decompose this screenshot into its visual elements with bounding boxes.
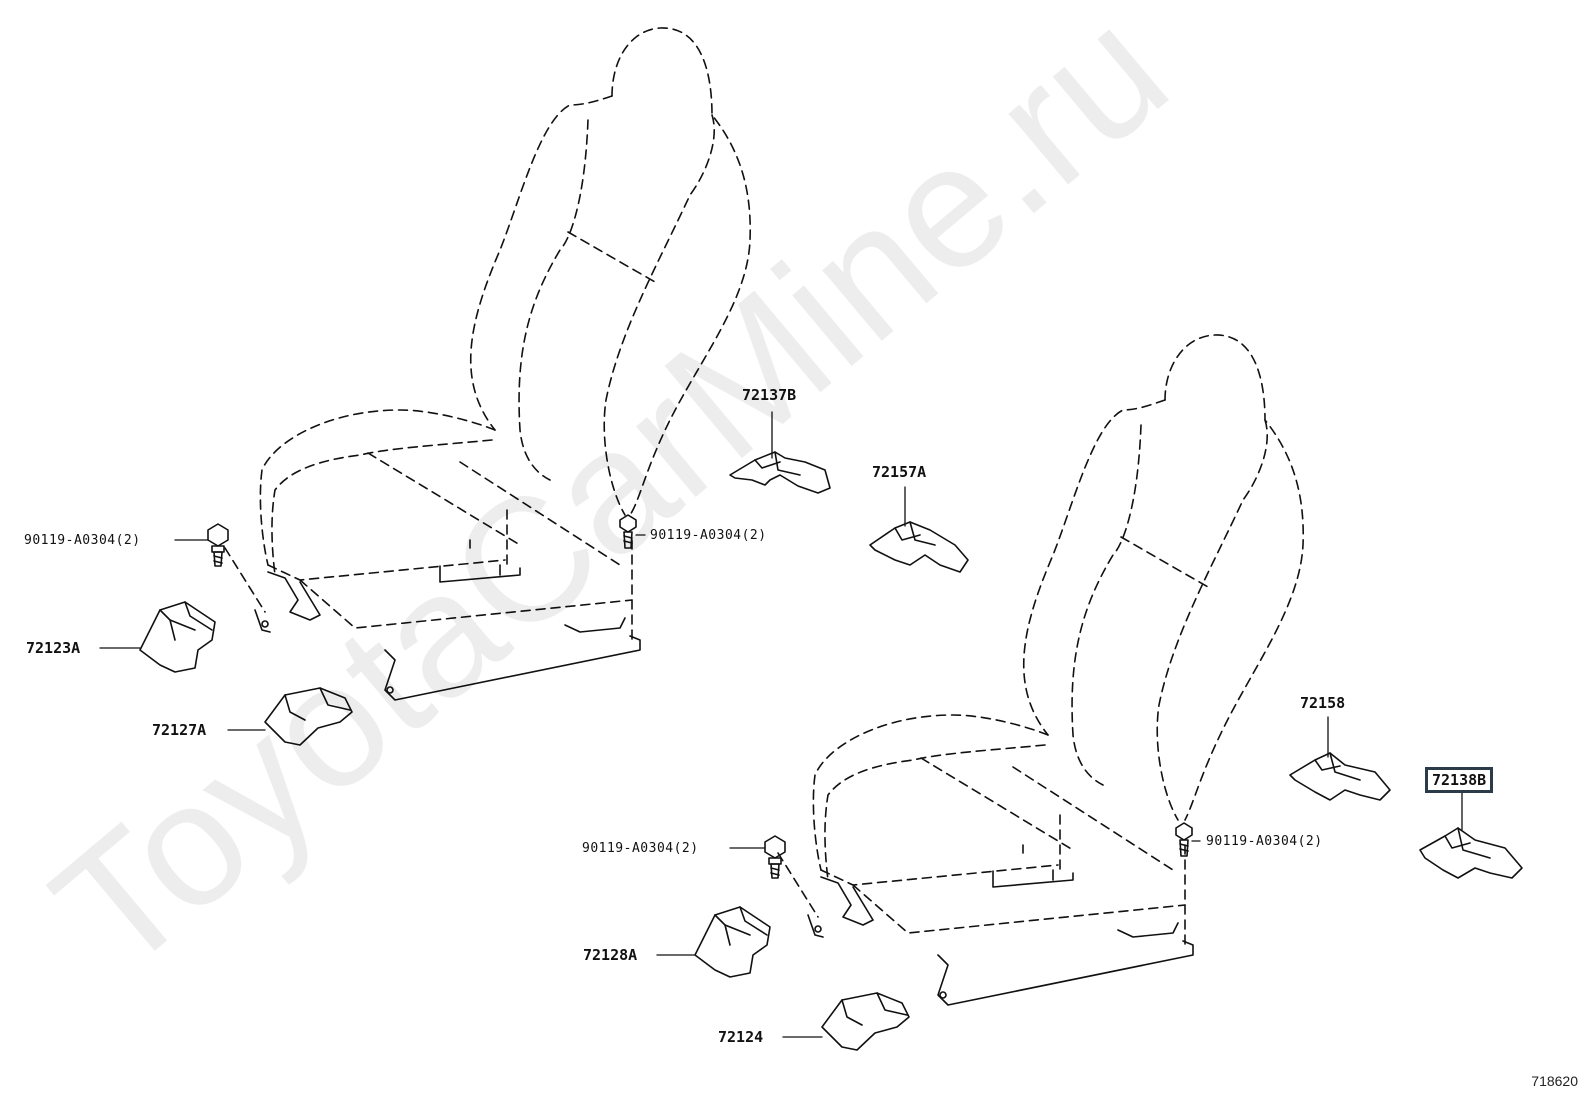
diagram-number: 718620 xyxy=(1531,1073,1578,1089)
right-seat-outline xyxy=(777,334,1305,946)
label-bolt-left: 90119-A0304(2) xyxy=(24,533,141,548)
leader-lines xyxy=(99,411,1463,1038)
label-72157A: 72157A xyxy=(872,463,927,481)
part-72124-cover xyxy=(821,992,910,1051)
part-72127A-cover xyxy=(264,687,353,746)
label-72127A: 72127A xyxy=(152,721,207,739)
bolt-icon-right-center xyxy=(1175,822,1193,857)
label-bolt-right: 90119-A0304(2) xyxy=(582,841,699,856)
bolt-icon-right xyxy=(764,835,786,879)
part-72128A-cover xyxy=(694,906,771,978)
label-72123A: 72123A xyxy=(26,639,81,657)
part-72137B-cover xyxy=(729,451,831,494)
label-bolt-left-center: 90119-A0304(2) xyxy=(650,528,767,543)
label-72158: 72158 xyxy=(1300,694,1346,712)
part-72123A-cover xyxy=(139,601,216,673)
label-72137B: 72137B xyxy=(742,386,797,404)
label-72124: 72124 xyxy=(718,1028,764,1046)
bolt-icon-left-center xyxy=(619,514,637,549)
bolt-icon-left xyxy=(207,523,229,567)
part-72158-cover xyxy=(1289,752,1391,801)
left-seat-outline xyxy=(224,27,752,641)
right-seat-rails xyxy=(807,844,1194,1006)
part-72138B-cover xyxy=(1419,827,1523,879)
label-72138B-highlighted[interactable]: 72138B xyxy=(1425,767,1494,793)
label-bolt-right-center: 90119-A0304(2) xyxy=(1206,834,1323,849)
left-seat-rails xyxy=(254,539,641,701)
part-72157A-cover xyxy=(869,521,969,573)
label-72128A: 72128A xyxy=(583,946,638,964)
